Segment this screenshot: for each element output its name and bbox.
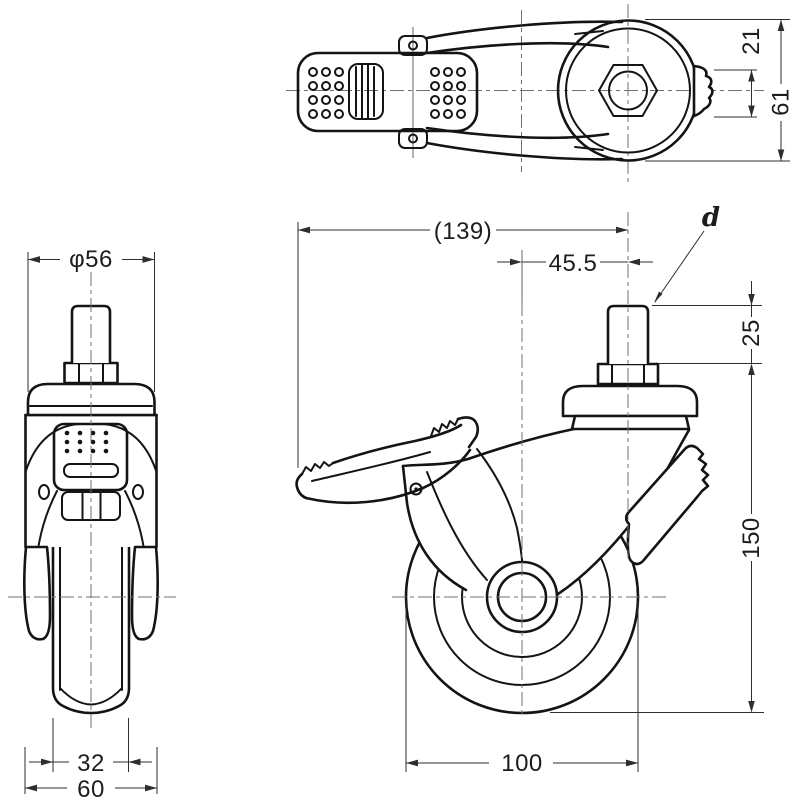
dim-100: 100 bbox=[405, 601, 639, 777]
top-bolt-circle bbox=[608, 70, 648, 111]
front-left-fork-leg bbox=[23, 545, 52, 641]
side-top-plate bbox=[561, 384, 699, 418]
dim-25: 25 bbox=[652, 281, 765, 375]
front-right-fork-leg bbox=[130, 545, 159, 641]
dim-label-45-5: 45.5 bbox=[549, 250, 598, 277]
top-right-grip-dots bbox=[430, 67, 466, 119]
top-hinge-tab-upper bbox=[398, 35, 428, 56]
top-hex-nut bbox=[598, 64, 658, 117]
side-release-lever bbox=[624, 444, 710, 566]
side-pivot-center bbox=[414, 487, 418, 491]
top-grip-pad bbox=[348, 63, 384, 120]
side-fork-front-edge bbox=[401, 427, 576, 468]
dim-21: 21 bbox=[714, 27, 765, 118]
dim-139: (139) bbox=[297, 218, 628, 468]
dim-label-100: 100 bbox=[501, 750, 543, 777]
side-view: (139) 45.5 d 25 bbox=[295, 203, 765, 777]
front-view: φ56 32 60 bbox=[8, 246, 176, 800]
front-left-ear bbox=[38, 484, 50, 500]
side-fork-body bbox=[403, 429, 689, 597]
dim-label-d: d bbox=[702, 203, 720, 233]
front-top-plate bbox=[26, 382, 156, 417]
dim-45-5: 45.5 bbox=[497, 250, 653, 277]
dim-label-25: 25 bbox=[738, 319, 765, 347]
dim-61: 61 bbox=[645, 19, 795, 162]
top-arms bbox=[425, 20, 624, 161]
side-fork-left-edge bbox=[401, 464, 468, 592]
top-view: 21 61 bbox=[286, 4, 795, 182]
top-left-grip-dots bbox=[308, 67, 344, 119]
dim-label-21: 21 bbox=[738, 27, 765, 55]
front-right-ear bbox=[132, 484, 144, 500]
dim-label-32: 32 bbox=[77, 750, 105, 777]
dim-label-dia56: φ56 bbox=[69, 246, 113, 273]
top-swivel-inner-circle bbox=[565, 27, 691, 154]
front-pedal-dots bbox=[64, 430, 109, 454]
top-hinge-tab-lower bbox=[398, 128, 428, 149]
dim-d: d bbox=[654, 203, 720, 303]
dim-label-61: 61 bbox=[768, 88, 795, 116]
top-grip-pad-ribs bbox=[355, 64, 375, 119]
top-release-tab-serrations bbox=[692, 64, 714, 118]
dim-dia56: φ56 bbox=[27, 246, 155, 392]
side-pivot-pin bbox=[409, 482, 423, 496]
top-hinge-pin-lower bbox=[408, 133, 418, 144]
dim-60: 60 bbox=[24, 747, 158, 800]
dim-150: 150 bbox=[550, 375, 765, 713]
side-housing-lip bbox=[570, 414, 691, 431]
top-brake-pedal-plate bbox=[296, 51, 479, 133]
dim-32: 32 bbox=[29, 718, 152, 777]
dim-label-60: 60 bbox=[77, 776, 105, 800]
top-hinge-pin-upper bbox=[408, 40, 418, 51]
dim-label-150: 150 bbox=[738, 517, 765, 559]
dim-label-139: (139) bbox=[434, 218, 493, 245]
side-brake-lever bbox=[295, 416, 480, 505]
